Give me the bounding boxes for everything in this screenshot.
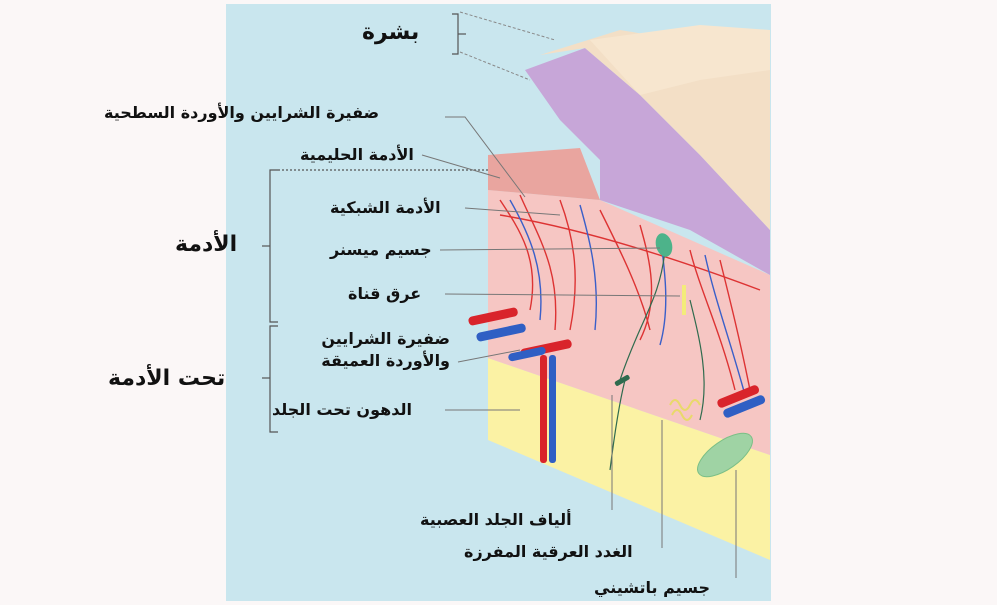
label-hypodermis: تحت الأدمة	[108, 366, 225, 392]
label-superficial-plexus: ضفيرة الشرايين والأوردة السطحية	[104, 103, 379, 123]
sweat-duct	[682, 285, 686, 315]
label-nerve-fibers: ألياف الجلد العصبية	[420, 510, 572, 530]
label-sweat-glands: الغدد العرقية المفرزة	[464, 542, 633, 562]
label-reticular-dermis: الأدمة الشبكية	[330, 198, 441, 218]
label-dermis: الأدمة	[175, 232, 237, 258]
label-epidermis: بشرة	[362, 20, 419, 46]
label-subcutaneous-fat: الدهون تحت الجلد	[272, 400, 412, 420]
label-sweat-duct: عرق قناة	[348, 284, 421, 304]
label-pacinian-corpuscle: جسيم باتشيني	[594, 578, 710, 598]
label-meissner-corpuscle: جسيم ميسنر	[330, 240, 432, 260]
label-papillary-dermis: الأدمة الحليمية	[300, 145, 414, 165]
label-deep-plexus: ضفيرة الشرايين والأوردة العميقة	[290, 328, 450, 372]
